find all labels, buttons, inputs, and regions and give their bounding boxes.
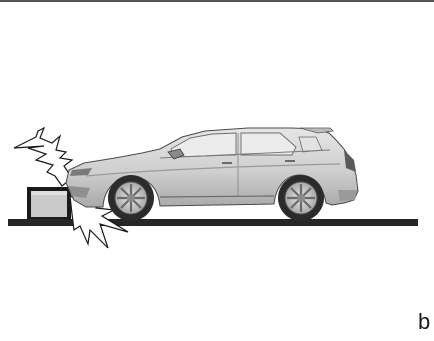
- ground-line-icon: [8, 219, 418, 226]
- panel-letter-label: b: [418, 311, 430, 333]
- collision-burst-icon: [14, 128, 72, 186]
- suv-side-view-icon: [66, 128, 358, 221]
- box-obstacle-icon: [27, 187, 71, 219]
